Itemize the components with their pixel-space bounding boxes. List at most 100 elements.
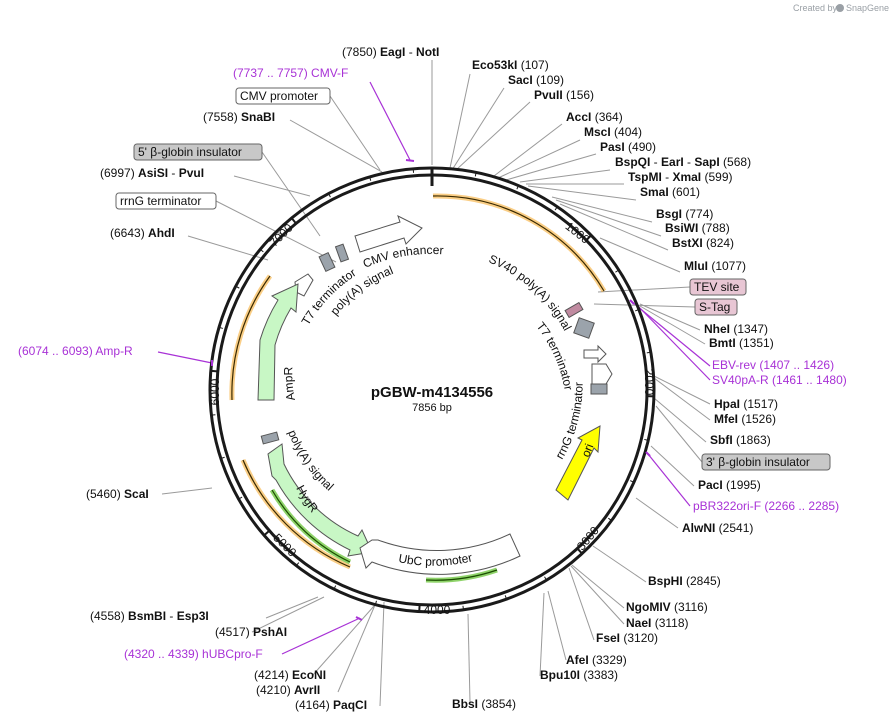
tev-site-block[interactable] <box>564 301 584 319</box>
enzyme-site-label[interactable]: AfeI (3329) <box>566 653 627 667</box>
enzyme-site-label[interactable]: BsiWI (788) <box>665 221 730 235</box>
primer-label[interactable]: pBR322ori-F (2266 .. 2285) <box>693 499 839 513</box>
enzyme-site-label[interactable]: FseI (3120) <box>596 631 658 645</box>
boxed-label-leader <box>261 151 321 237</box>
watermark-created-by: Created by <box>793 3 838 13</box>
tick-label: 7000 <box>267 221 296 250</box>
label-t7-terminator-right: T7 terminator <box>534 319 576 391</box>
enzyme-site-label[interactable]: BsgI (774) <box>656 207 713 221</box>
enzyme-site-label[interactable]: Bpu10I (3383) <box>540 668 618 682</box>
enzyme-site-label[interactable]: BbsI (3854) <box>452 697 516 711</box>
enzyme-site-label[interactable]: (7558) SnaBI <box>203 110 275 124</box>
enzyme-site-label[interactable]: (4210) AvrII <box>256 683 320 697</box>
primer-leader <box>635 303 711 381</box>
label-sv40-polya: SV40 poly(A) signal <box>487 252 575 333</box>
enzyme-leader <box>555 199 662 237</box>
tick-mark <box>418 603 421 613</box>
enzyme-leader <box>527 185 637 201</box>
cmv-enhancer-arrow[interactable] <box>354 215 423 253</box>
enzyme-leader <box>559 203 669 251</box>
enzyme-site-label[interactable]: HpaI (1517) <box>714 397 778 411</box>
ampr-arrow[interactable] <box>257 283 299 401</box>
boxed-label-text: CMV promoter <box>240 89 318 103</box>
enzyme-site-label[interactable]: PasI (490) <box>600 140 656 154</box>
enzyme-site-label[interactable]: Eco53kI (107) <box>472 58 549 72</box>
enzyme-site-label[interactable]: PacI (1995) <box>698 478 761 492</box>
enzyme-site-label[interactable]: PvuII (156) <box>534 88 594 102</box>
enzyme-leader <box>467 613 471 703</box>
label-ori: ori <box>578 442 596 459</box>
minor-tick <box>259 248 264 253</box>
enzyme-site-label[interactable]: BspHI (2845) <box>648 574 721 588</box>
enzyme-site-label[interactable]: AlwNI (2541) <box>682 521 753 535</box>
t7-terminator-arrow-right[interactable] <box>583 344 607 364</box>
plasmid-length: 7856 bp <box>412 402 452 414</box>
enzyme-site-label[interactable]: NgoMIV (3116) <box>626 600 708 614</box>
primer-label[interactable]: SV40pA-R (1461 .. 1480) <box>712 373 847 387</box>
rrng-terminator-arrow-right[interactable] <box>591 363 613 385</box>
enzyme-site-label[interactable]: MfeI (1526) <box>714 412 776 426</box>
primer-marker-ori[interactable] <box>645 451 651 457</box>
enzyme-site-label[interactable]: MscI (404) <box>584 125 642 139</box>
primer-marker-ebv[interactable] <box>629 299 635 305</box>
primer-marker-hubc[interactable] <box>355 616 363 621</box>
enzyme-site-label[interactable]: AccI (364) <box>566 110 623 124</box>
boxed-feature-label[interactable]: 3' β-globin insulator <box>701 453 831 471</box>
boxed-feature-label[interactable]: TEV site <box>689 278 747 296</box>
enzyme-leader <box>337 604 376 693</box>
minor-tick <box>634 309 640 312</box>
enzyme-leader <box>455 101 531 171</box>
enzyme-site-label[interactable]: BspQI - EarI - SapI (568) <box>615 155 751 169</box>
enzyme-site-label[interactable]: BstXI (824) <box>672 236 734 250</box>
boxed-feature-label[interactable]: rrnG terminator <box>115 192 217 210</box>
snapgene-logo-icon <box>836 4 844 12</box>
t7-terminator-block[interactable] <box>318 251 336 273</box>
enzyme-site-label[interactable]: SbfI (1863) <box>710 433 771 447</box>
gray-block-right[interactable] <box>590 383 608 395</box>
boxed-label-bg <box>689 278 747 296</box>
boxed-feature-label[interactable]: CMV promoter <box>235 87 331 105</box>
enzyme-site-label[interactable]: (4558) BsmBI - Esp3I <box>90 609 209 623</box>
sv40-polya-block[interactable] <box>573 317 595 339</box>
minor-tick <box>295 562 300 567</box>
enzyme-site-label[interactable]: SacI (109) <box>508 73 564 87</box>
tick-mark <box>584 233 593 242</box>
enzyme-site-label[interactable]: (4164) PaqCI <box>295 698 367 712</box>
features <box>211 159 651 621</box>
enzyme-site-label[interactable]: (6643) AhdI <box>110 226 175 240</box>
ubc-promoter-arrow[interactable] <box>359 533 521 575</box>
enzyme-leader <box>650 445 695 487</box>
primer-marker-cmvf[interactable] <box>405 159 415 162</box>
enzyme-site-label[interactable]: (4214) EcoNI <box>254 668 326 682</box>
enzyme-site-label[interactable]: (5460) ScaI <box>86 487 149 501</box>
watermark-brand: SnapGene <box>846 3 889 13</box>
minor-tick <box>608 517 612 521</box>
enzyme-site-label[interactable]: (4517) PshAI <box>215 625 287 639</box>
enzyme-site-label[interactable]: (6997) AsiSI - PvuI <box>100 166 204 180</box>
primer-label[interactable]: EBV-rev (1407 .. 1426) <box>712 358 834 372</box>
enzyme-site-label[interactable]: TspMI - XmaI (599) <box>628 170 733 184</box>
boxed-label-text: 3' β-globin insulator <box>706 455 810 469</box>
enzyme-leader <box>161 487 213 495</box>
enzyme-site-label[interactable]: SmaI (601) <box>640 185 700 199</box>
minor-tick <box>630 480 635 483</box>
enzyme-leader <box>570 565 625 625</box>
hygr-arrow[interactable] <box>267 443 373 557</box>
primer-label[interactable]: (4320 .. 4339) hUBCpro-F <box>124 647 263 661</box>
primer-label[interactable]: (7737 .. 7757) CMV-F <box>233 66 348 80</box>
enzyme-site-label[interactable]: NheI (1347) <box>704 322 768 336</box>
primer-label[interactable]: (6074 .. 6093) Amp-R <box>18 344 133 358</box>
boxed-feature-label[interactable]: S-Tag <box>694 298 738 316</box>
enzyme-site-label[interactable]: NaeI (3118) <box>626 616 689 630</box>
enzyme-site-label[interactable]: MluI (1077) <box>684 259 746 273</box>
minor-tick <box>504 595 507 600</box>
polya-signal-block[interactable] <box>334 243 350 263</box>
tick-label: 2000 <box>642 369 656 396</box>
enzyme-site-label[interactable]: (7850) EagI - NotI <box>342 45 439 59</box>
enzyme-site-label[interactable]: BmtI (1351) <box>709 336 774 350</box>
enzyme-leader <box>639 305 706 345</box>
orf-green-hygr-core <box>271 489 351 563</box>
polya-block-lower[interactable] <box>260 431 280 445</box>
boxed-feature-label[interactable]: 5' β-globin insulator <box>133 143 263 161</box>
ori-arrow[interactable] <box>555 425 601 501</box>
